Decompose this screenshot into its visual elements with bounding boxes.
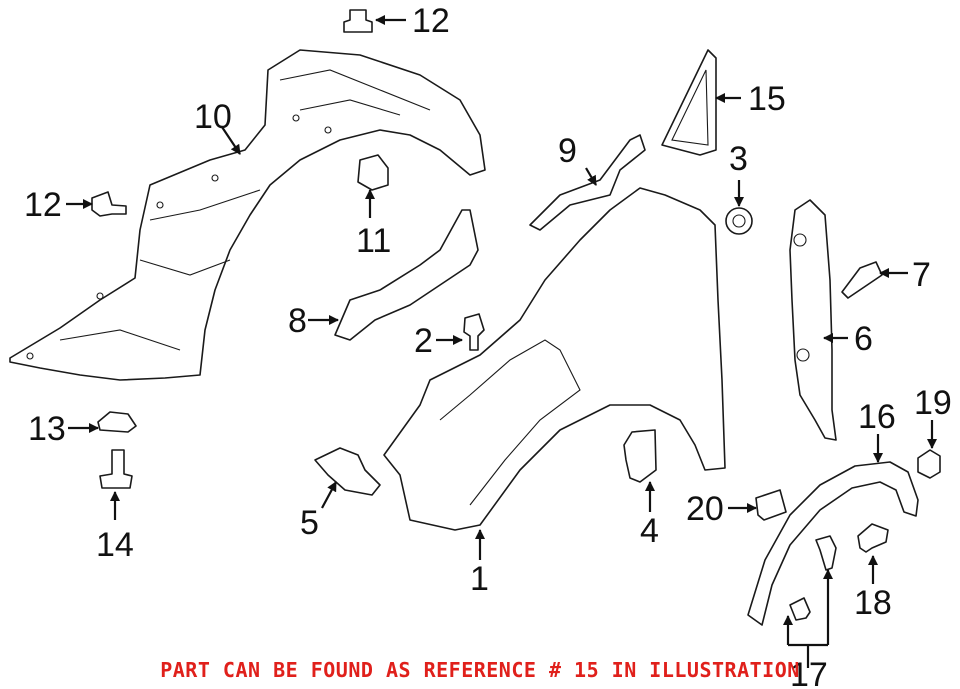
callout-19: 19 bbox=[914, 384, 952, 422]
callout-10: 10 bbox=[194, 98, 232, 136]
part-bracket-9 bbox=[529, 134, 646, 231]
callout-15: 15 bbox=[748, 80, 786, 118]
part-molding-16 bbox=[747, 461, 919, 626]
part-bolt-12-left bbox=[91, 191, 127, 217]
callout-2: 2 bbox=[414, 322, 433, 360]
callout-numbers: 12 10 12 11 8 9 15 3 7 6 2 13 14 5 4 20 … bbox=[24, 2, 952, 689]
callout-6: 6 bbox=[854, 320, 873, 358]
part-clips-17 bbox=[789, 535, 837, 621]
part-bolt-7 bbox=[841, 261, 883, 299]
part-bolt-2 bbox=[463, 313, 485, 351]
callout-16: 16 bbox=[858, 398, 896, 436]
part-bolt-12-top bbox=[343, 9, 373, 33]
part-nut-19 bbox=[917, 449, 941, 479]
part-clip-11 bbox=[357, 154, 389, 191]
part-fender bbox=[383, 187, 726, 531]
part-garnish-15 bbox=[661, 49, 717, 156]
part-flap-4 bbox=[623, 429, 657, 483]
callout-11: 11 bbox=[356, 222, 391, 260]
reference-caption: PART CAN BE FOUND AS REFERENCE # 15 IN I… bbox=[160, 658, 800, 682]
callout-12-top: 12 bbox=[412, 2, 450, 40]
part-fender-liner bbox=[9, 49, 486, 381]
part-nut-13 bbox=[97, 411, 137, 433]
callout-20: 20 bbox=[686, 490, 724, 528]
part-bracket-8 bbox=[334, 209, 479, 341]
callout-3: 3 bbox=[729, 140, 748, 178]
callout-12-left: 12 bbox=[24, 186, 62, 224]
part-clip-14 bbox=[99, 449, 133, 489]
callout-9: 9 bbox=[558, 132, 577, 170]
callout-1: 1 bbox=[470, 560, 489, 598]
part-seal-6 bbox=[789, 199, 837, 441]
part-rivet-18 bbox=[857, 523, 889, 553]
callout-18: 18 bbox=[854, 584, 892, 622]
callout-14: 14 bbox=[96, 526, 134, 564]
part-bracket-5 bbox=[314, 447, 381, 496]
callout-7: 7 bbox=[912, 256, 931, 294]
callout-13: 13 bbox=[28, 410, 66, 448]
callout-5: 5 bbox=[300, 504, 319, 542]
callout-leaders bbox=[66, 15, 937, 668]
callout-17: 17 bbox=[790, 656, 828, 689]
part-clip-20 bbox=[755, 489, 787, 521]
callout-8: 8 bbox=[288, 302, 307, 340]
part-grommet-3 bbox=[725, 207, 753, 235]
callout-4: 4 bbox=[640, 512, 659, 550]
